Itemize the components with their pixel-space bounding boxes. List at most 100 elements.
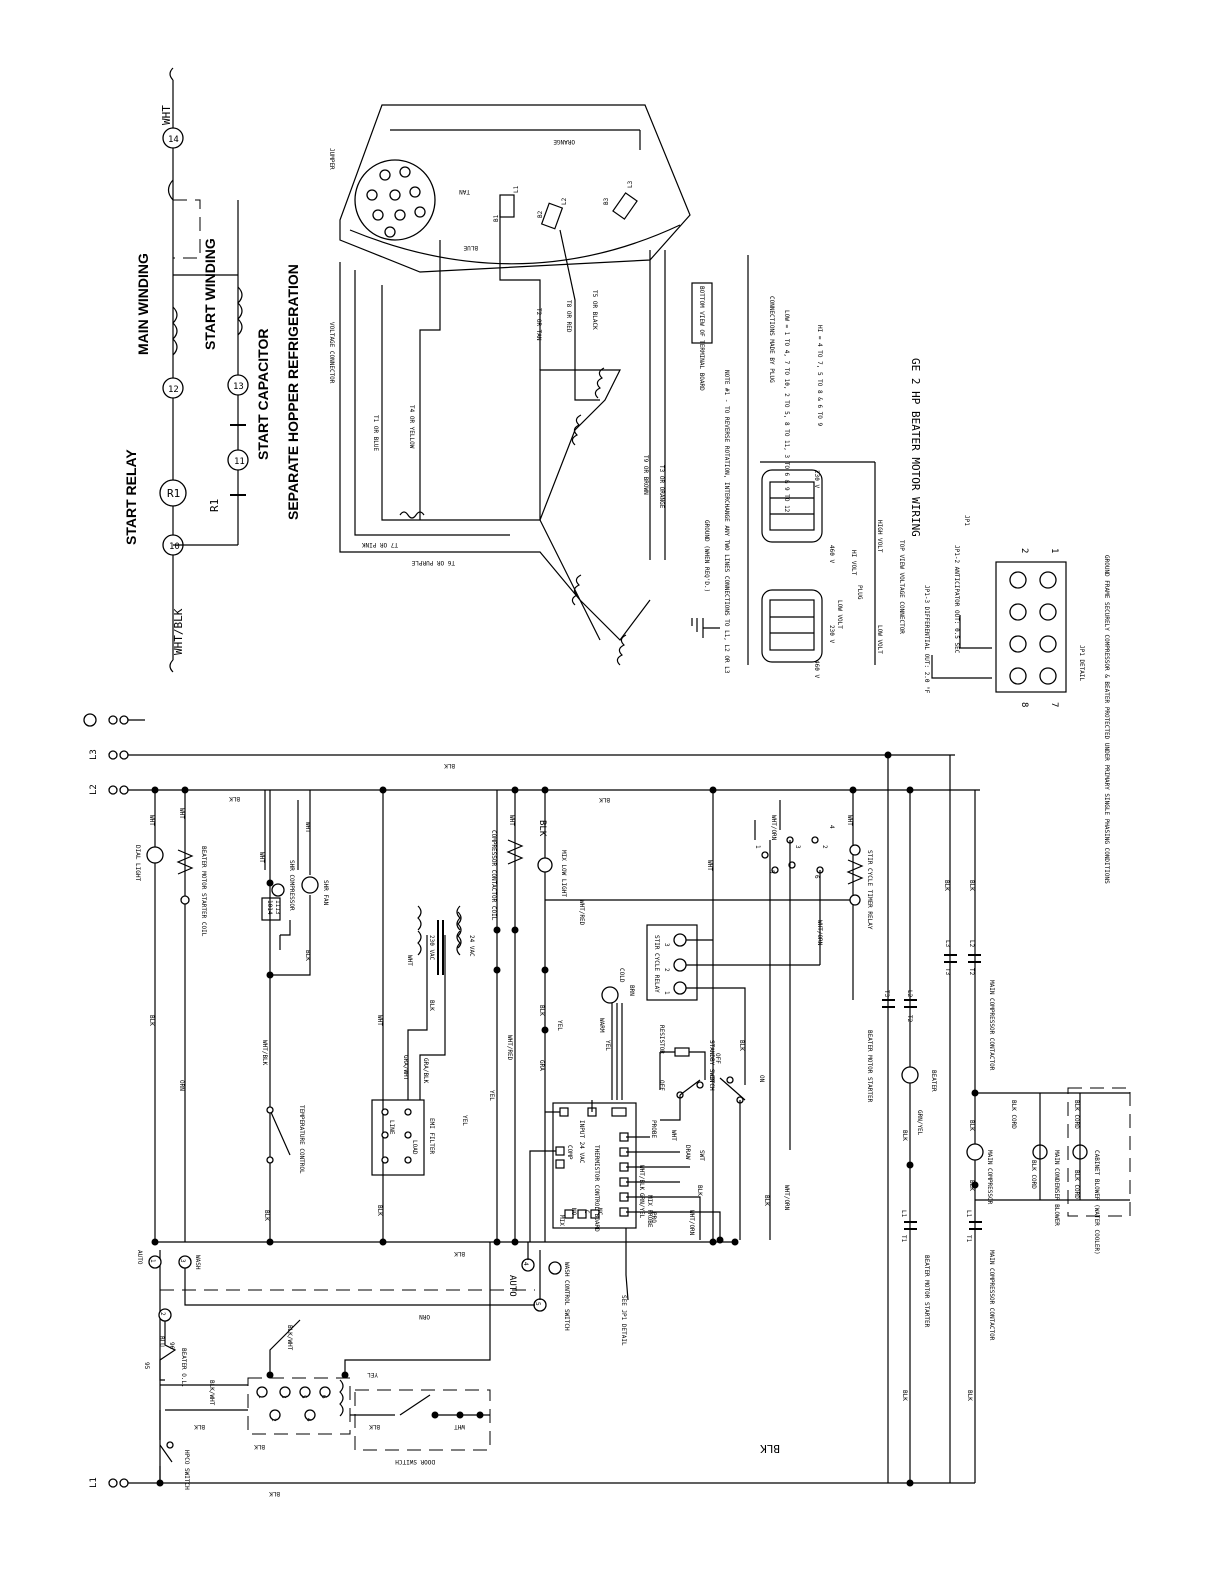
beater-motor-label: BEATER bbox=[930, 1070, 937, 1092]
jp1-note-label: GROUND FRAME SECURELY COMPRESSOR & BEATE… bbox=[1103, 555, 1110, 884]
plug-pin-3: 3 bbox=[280, 1395, 287, 1399]
fan-wht-label: WHT bbox=[304, 822, 311, 833]
cabinet-blower-dashed-box bbox=[1067, 1087, 1131, 1217]
control-plug-box bbox=[247, 1377, 351, 1435]
terminal-11-icon bbox=[227, 449, 249, 471]
high-volt-label: HIGH VOLT bbox=[876, 520, 883, 553]
control-ladder-diagram: L3 L2 L1 BLK BLK BLK BLK BLK BLK bbox=[83, 713, 1131, 1497]
jp1-label: JP1 bbox=[963, 515, 970, 526]
standby-off-label-2: OFF bbox=[714, 1053, 721, 1064]
hi-connections-label: HI = 4 TO 7, 5 TO 8 & 6 TO 9 bbox=[816, 325, 823, 427]
terminal-board-outline bbox=[339, 104, 691, 273]
terminal-13-icon bbox=[227, 374, 249, 396]
blue-lead-label: BLUE bbox=[463, 244, 478, 251]
coil-wht-label-2: WHT bbox=[508, 815, 515, 826]
terminal-l2-icon bbox=[540, 202, 564, 230]
voltage-connector-plug-icon bbox=[354, 159, 436, 241]
relay-wht-label: WHT bbox=[706, 860, 713, 871]
cold-yel-label: YEL bbox=[604, 1040, 611, 1051]
lead-t9-label: T9 OR BROWN bbox=[642, 455, 649, 495]
high-volt-connector-icon bbox=[761, 469, 823, 543]
board-blk-label: BLK bbox=[696, 1185, 703, 1196]
plug-blk-label: BLK bbox=[254, 1443, 265, 1450]
l3-mark-b: L3 bbox=[944, 940, 951, 948]
hpco-switch-label: HPCO SWITCH bbox=[183, 1450, 190, 1490]
temperature-control-switch-icon bbox=[269, 1109, 291, 1156]
emi-filter-terminals bbox=[381, 1108, 412, 1164]
shr-blk-label: BLK bbox=[304, 950, 311, 961]
connections-title: CONNECTIONS MADE BY PLUG bbox=[768, 296, 775, 383]
input-24vac-label: INPUT 24 VAC bbox=[578, 1120, 585, 1164]
main-compressor-contactor-bottom-label: MAIN COMPRESSOR CONTACTOR bbox=[988, 1250, 995, 1341]
wash-control-switch-label: WASH CONTROL SWITCH bbox=[563, 1262, 570, 1331]
timer-num-6: 6 bbox=[813, 875, 820, 879]
v230-bottom-label: 230 V bbox=[828, 625, 835, 643]
beater-motor-icon bbox=[901, 1066, 919, 1084]
compressor-blk-label: BLK bbox=[968, 1120, 975, 1131]
board-l2-label: L2 bbox=[561, 197, 568, 205]
wash-switch-6-icon bbox=[548, 1261, 562, 1275]
bottom-view-label: BOTTOM VIEW OF TERMINAL BOARD bbox=[698, 286, 705, 391]
comp-label: COMP bbox=[566, 1145, 573, 1160]
see-jp1-label: SEE JP1 DETAIL bbox=[620, 1295, 627, 1346]
stir-cycle-relay-box bbox=[646, 924, 698, 1001]
mix-low-light-icon bbox=[537, 857, 553, 873]
nc-label: NC bbox=[596, 1208, 603, 1216]
main-winding-label: MAIN WINDING bbox=[135, 253, 151, 355]
mix-low-light-label: MIX LOW LIGHT bbox=[560, 850, 567, 897]
vac230-label: 230 VAC bbox=[428, 935, 435, 961]
contactor-contacts bbox=[882, 954, 982, 1230]
draw-label: DRAW bbox=[684, 1145, 691, 1160]
ol-96-label: 96 bbox=[168, 1342, 175, 1350]
line-l1-label: L1 bbox=[89, 1477, 99, 1488]
transformer-blk-label: BLK bbox=[428, 1000, 435, 1011]
plug-1014-label: 1014 bbox=[266, 900, 273, 915]
start-relay-icon bbox=[159, 479, 187, 507]
door-wht-label: WHT bbox=[454, 1423, 465, 1430]
bottom-view-box bbox=[691, 282, 713, 344]
brn-label: BRN bbox=[628, 985, 635, 996]
terminal-12-label: 12 bbox=[168, 385, 179, 395]
gra-wht-label: GRA/WHT bbox=[402, 1055, 409, 1081]
ground-note-label: GROUND (WHEN REQ'D.) bbox=[703, 520, 710, 592]
beater-blk-label: BLK bbox=[901, 1130, 908, 1141]
standby-wht-orn-label: WHT/ORN bbox=[783, 1185, 790, 1211]
lead-t6-label: T6 OR PURPLE bbox=[411, 559, 455, 566]
stir-cycle-timer-relay-label: STIR CYCLE TIMER RELAY bbox=[866, 850, 873, 930]
relay-terminal-1 bbox=[673, 981, 687, 995]
relay-num-2: 2 bbox=[663, 968, 670, 972]
relay-num-3: 3 bbox=[663, 943, 670, 947]
low-volt-heading: LOW VOLT bbox=[876, 625, 883, 654]
lead-t8-label: T8 OR RED bbox=[565, 300, 572, 333]
t2-mark-b: T2 bbox=[968, 968, 975, 976]
r1-label: R1 bbox=[208, 499, 221, 512]
shr-plug-box bbox=[261, 897, 281, 921]
main-compressor-contactor-top-label: MAIN COMPRESSOR CONTACTOR bbox=[988, 980, 995, 1071]
control-board-terminals bbox=[555, 1107, 629, 1219]
emi-wht-label: WHT bbox=[376, 1015, 383, 1026]
door-switch-box bbox=[354, 1389, 491, 1451]
jp1-pins bbox=[1009, 571, 1057, 685]
jp1-pin-8-label: 8 bbox=[1019, 702, 1029, 707]
beater-bottom-blk-label: BLK bbox=[901, 1390, 908, 1401]
cabinet-blk-cord-label-bottom: BLK CORD bbox=[1073, 1170, 1080, 1199]
beater-motor-starter-coil-label: BEATER MOTOR STARTER COIL bbox=[200, 846, 207, 937]
terminal-13-label: 13 bbox=[233, 382, 244, 392]
yel-branch-label: YEL bbox=[461, 1115, 468, 1126]
timer-wht-orn-label: WHT/ORN bbox=[770, 815, 777, 841]
board-l1-label: L1 bbox=[513, 185, 520, 193]
emi-filter-label: EMI FILTER bbox=[428, 1118, 435, 1155]
board-b1-label: B1 bbox=[493, 214, 500, 222]
t1-mark-b: T1 bbox=[965, 1235, 972, 1243]
l1-mark-a: L1 bbox=[900, 1210, 907, 1218]
low-volt-connector-icon bbox=[761, 589, 823, 663]
timer-num-3: 3 bbox=[794, 845, 801, 849]
beater-motor-starter-bottom-label: BEATER MOTOR STARTER bbox=[923, 1255, 930, 1328]
overload-dashed-box bbox=[173, 199, 201, 259]
standby-off-label: OFF bbox=[658, 1080, 665, 1091]
big-blk-label: BLK bbox=[760, 1442, 780, 1455]
plug-pin-5: 5 bbox=[300, 1395, 307, 1399]
switch-num-2: 2 bbox=[159, 1312, 166, 1316]
v460-top-label: 460 V bbox=[828, 545, 835, 563]
